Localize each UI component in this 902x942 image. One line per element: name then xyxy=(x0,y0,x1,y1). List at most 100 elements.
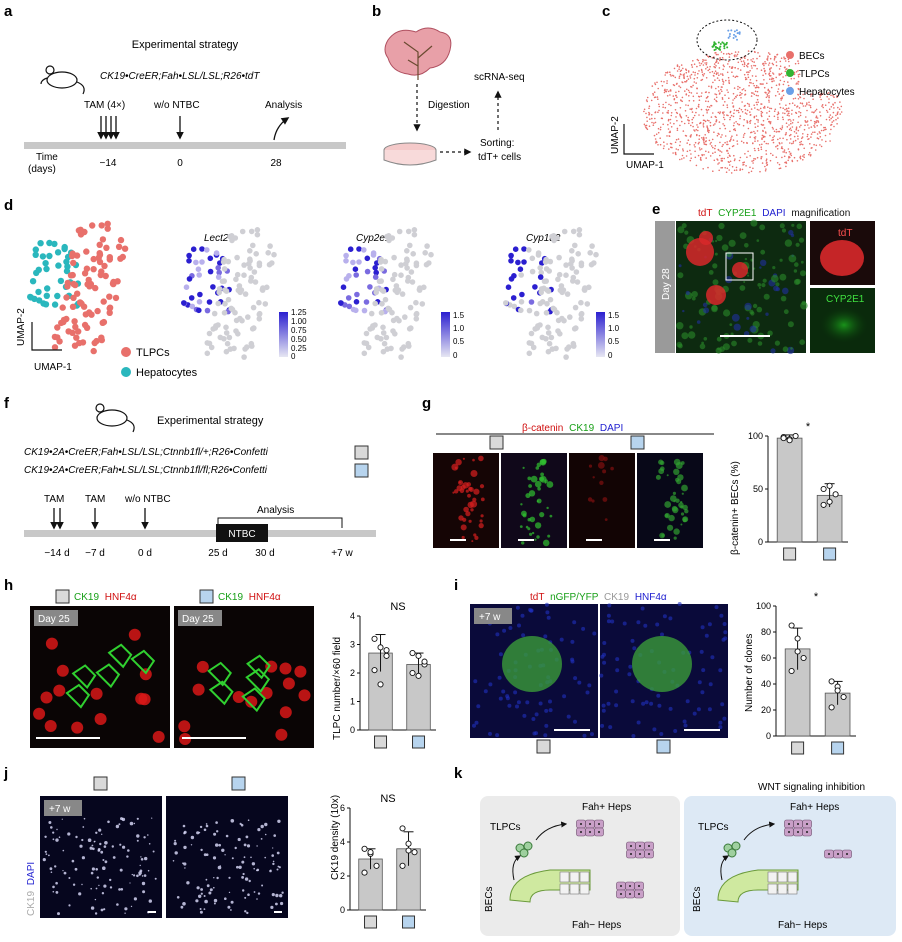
stain-speck xyxy=(546,481,554,488)
hepatocyte-dot xyxy=(39,253,47,260)
bec-cell xyxy=(801,143,804,146)
bec-cell xyxy=(663,81,665,83)
bec-cell xyxy=(809,105,812,107)
ck19-speck xyxy=(81,856,85,860)
hepatocyte-dot xyxy=(35,288,42,296)
bec-cell xyxy=(676,102,678,104)
hnf4a-speck xyxy=(659,732,664,736)
bec-cell xyxy=(729,130,731,133)
stain-speck xyxy=(458,481,461,484)
bec-cell xyxy=(757,140,759,142)
bec-cell xyxy=(699,64,701,67)
bec-cell xyxy=(776,53,779,56)
i-image-texture xyxy=(472,602,728,738)
gene-expression-dot xyxy=(406,326,413,332)
gene-expression-dot xyxy=(223,324,229,331)
bec-cell xyxy=(809,155,812,157)
bec-cell xyxy=(708,91,710,94)
bec-cell xyxy=(721,78,724,81)
tlpc-dot xyxy=(73,252,81,259)
bec-cell xyxy=(760,157,762,160)
bec-cell xyxy=(678,90,680,93)
bec-cell xyxy=(774,55,776,58)
bec-cell xyxy=(684,90,686,92)
hnf4a-speck xyxy=(607,603,612,608)
ck19-speck xyxy=(102,866,106,870)
bec-cell xyxy=(753,115,756,118)
ck19-speck xyxy=(122,845,126,849)
hepatocyte-dot xyxy=(46,239,53,247)
bec-cell xyxy=(692,60,694,62)
bec-cell xyxy=(793,130,796,133)
g-stain-legend: β-catenin CK19 DAPI xyxy=(522,423,623,434)
gene-expression-dot xyxy=(233,276,239,283)
tissue-speck xyxy=(765,312,769,316)
ck19-speck xyxy=(203,853,207,857)
bec-cell xyxy=(784,60,787,62)
bec-cell xyxy=(757,121,759,123)
bec-cell xyxy=(727,161,730,163)
bec-cell xyxy=(735,55,738,57)
bec-cell xyxy=(693,114,696,117)
bec-cell xyxy=(697,105,700,108)
gene-expression-dot xyxy=(256,311,263,318)
gene-expression-dot xyxy=(413,311,420,318)
bec-cell xyxy=(806,92,808,94)
bec-cell xyxy=(726,114,728,116)
k-arrow xyxy=(720,855,730,881)
hnf4a-speck xyxy=(606,619,611,624)
bec-cell xyxy=(732,139,735,141)
bec-cell xyxy=(829,114,832,116)
panel-f: Experimental strategy CK19•2A•CreER;Fah•… xyxy=(24,403,376,559)
bec-cell xyxy=(725,53,728,55)
hepatocyte-nucleus xyxy=(797,823,799,825)
gene-expression-dot xyxy=(215,274,222,280)
bec-cell xyxy=(815,115,818,117)
bec-cell xyxy=(777,112,780,115)
d-scale1-5: 0 xyxy=(291,352,296,361)
bec-cell xyxy=(670,114,673,117)
tissue-speck xyxy=(788,229,794,236)
bec-cell xyxy=(777,111,780,113)
ck19-speck xyxy=(141,875,144,877)
stain-speck xyxy=(664,501,672,508)
bec-cell xyxy=(752,82,754,85)
panel-b: Digestion scRNA-seq Sorting: tdT+ cells xyxy=(383,27,525,166)
tissue-speck xyxy=(759,224,766,231)
bec-cell xyxy=(750,92,753,94)
e-day-strip xyxy=(655,221,675,353)
bec-cell xyxy=(686,150,689,153)
bec-cell xyxy=(730,172,733,174)
hepatocyte-dot xyxy=(63,267,71,275)
tissue-speck xyxy=(749,325,757,333)
ck19-speck xyxy=(215,821,218,824)
bec-cell xyxy=(726,71,729,74)
bec-cell xyxy=(771,126,774,129)
stain-speck xyxy=(591,499,595,503)
bec-cell xyxy=(766,93,769,96)
bec-cell xyxy=(827,92,830,94)
bec-cell xyxy=(797,129,800,132)
bec-cell xyxy=(840,105,843,108)
bec-cell xyxy=(746,113,748,115)
bec-cell xyxy=(824,126,826,129)
hnf4a-speck xyxy=(628,664,633,669)
i-stain-ck19: CK19 xyxy=(604,592,629,603)
bec-cell xyxy=(735,166,738,169)
gene-expression-dot xyxy=(343,276,350,282)
tissue-speck xyxy=(760,259,767,266)
gene-expression-dot xyxy=(518,272,524,278)
bec-cell xyxy=(791,159,793,162)
bec-cell xyxy=(659,128,662,131)
hnf4a-speck xyxy=(543,634,548,639)
stain-speck xyxy=(455,459,462,466)
bec-cell xyxy=(704,140,707,143)
bec-cell xyxy=(797,138,799,140)
h-day-badge-2 xyxy=(178,610,222,626)
gene-expression-dot xyxy=(545,288,552,294)
a-timeline-bar xyxy=(24,142,346,149)
gene-expression-dot xyxy=(382,258,389,265)
hnf4a-speck xyxy=(601,708,606,713)
hepatocyte-nucleus xyxy=(788,823,790,825)
ck19-speck xyxy=(231,857,234,860)
